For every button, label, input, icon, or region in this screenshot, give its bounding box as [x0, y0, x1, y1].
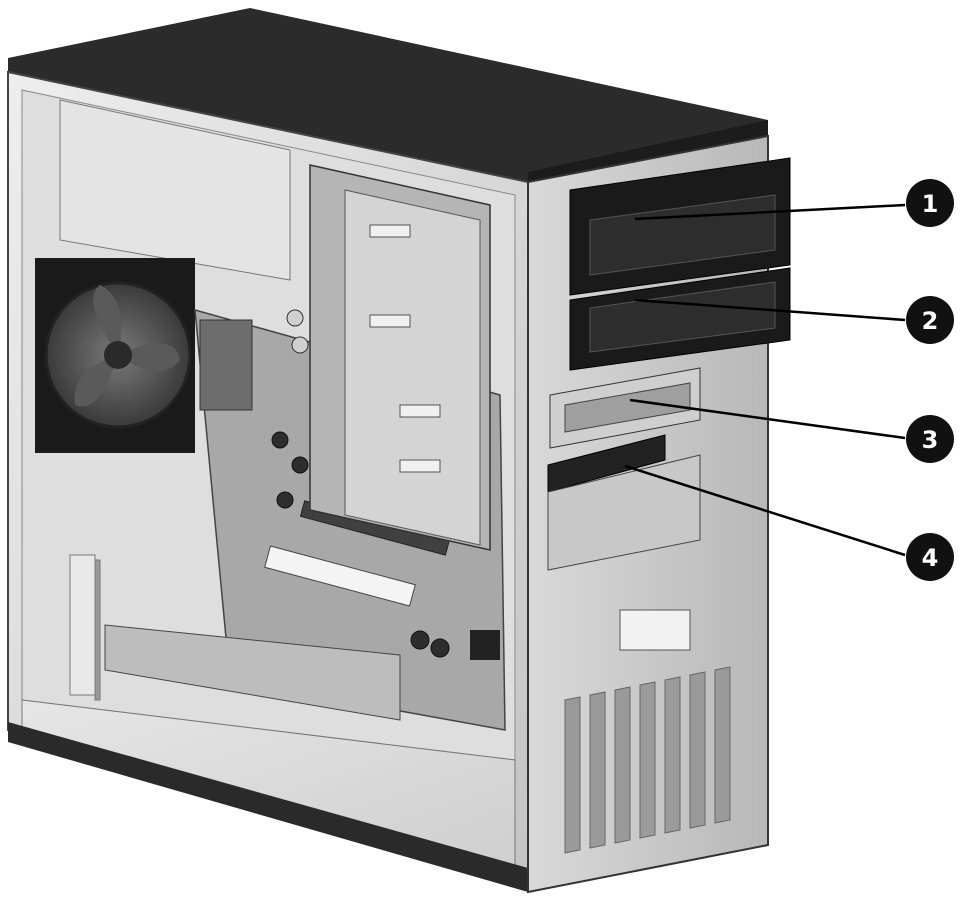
leader-lines [624, 203, 906, 557]
callout-4: 4 [906, 533, 954, 581]
power-supply [59, 99, 291, 281]
fan-icon [35, 258, 195, 453]
leader-line-3 [629, 398, 906, 440]
optical-drive-icon [569, 157, 791, 371]
callout-2: 2 [906, 296, 954, 344]
callout-3: 3 [906, 415, 954, 463]
callout-label-3: 3 [922, 426, 939, 454]
front-vent-grille [564, 666, 731, 854]
callout-label-2: 2 [922, 307, 939, 335]
rear-slot-covers [69, 554, 101, 701]
callout-label-4: 4 [922, 544, 939, 572]
front-io-connector [619, 609, 691, 651]
leader-line-2 [634, 298, 906, 322]
heatsink [199, 319, 253, 411]
leader-line-4 [624, 464, 906, 557]
drive-bay-3 [549, 367, 701, 449]
expansion-card [104, 624, 401, 721]
drive-bay-4 [547, 434, 701, 571]
callout-label-1: 1 [922, 190, 939, 218]
leader-line-1 [634, 203, 906, 221]
callout-1: 1 [906, 179, 954, 227]
expansion-slot [264, 545, 416, 607]
drive-bay-icon [309, 164, 491, 551]
